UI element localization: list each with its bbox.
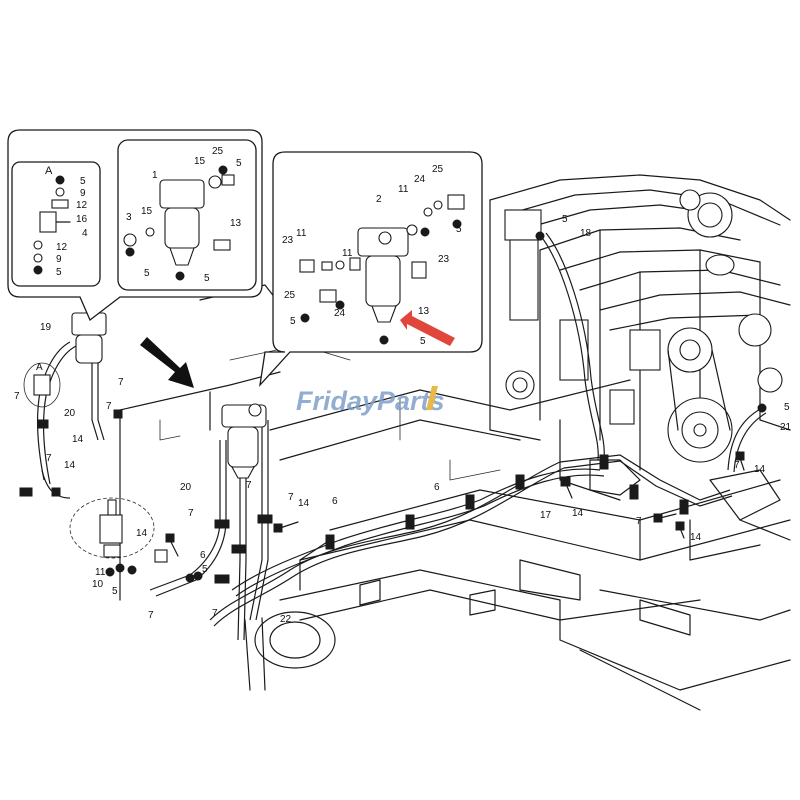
- part-number: 5: [420, 336, 426, 347]
- part-number: 11: [398, 184, 409, 195]
- part-number: 5: [562, 214, 568, 225]
- part-number: 24: [334, 308, 346, 319]
- part-number: 7: [212, 608, 218, 619]
- part-number: 7: [106, 401, 112, 412]
- part-number: 9: [56, 254, 62, 265]
- part-number: 7: [734, 460, 740, 471]
- part-number: 17: [540, 510, 552, 521]
- part-number: 24: [414, 174, 426, 185]
- part-number: 3: [126, 212, 132, 223]
- part-number: 7: [46, 453, 52, 464]
- engine-block: [489, 174, 791, 541]
- part-number: 7: [188, 508, 194, 519]
- part-number: 5: [784, 402, 790, 413]
- part-number: 23: [282, 235, 294, 246]
- part-number: 20: [180, 482, 192, 493]
- part-number: 12: [56, 242, 68, 253]
- part-number: 5: [236, 158, 242, 169]
- detail-callout-left: [7, 129, 263, 322]
- chassis-frame: [119, 284, 791, 711]
- watermark-text: FridayParts: [296, 386, 445, 416]
- part-number: 14: [754, 464, 766, 475]
- part-number: 25: [212, 146, 224, 157]
- red-highlight-arrow: [400, 310, 455, 346]
- part-number: 10: [92, 579, 104, 590]
- part-number: 14: [136, 528, 148, 539]
- part-number: 11: [296, 228, 307, 239]
- part-number: 22: [280, 614, 292, 625]
- part-number: 5: [202, 564, 208, 575]
- part-number: 15: [141, 206, 153, 217]
- part-number: 5: [80, 176, 86, 187]
- part-number: 14: [64, 460, 76, 471]
- part-number: 14: [572, 508, 584, 519]
- wheel-hub: [244, 611, 336, 691]
- part-number: 2: [376, 194, 382, 205]
- part-number: 7: [636, 516, 642, 527]
- main-view-labels: 5 18 5 21 7 14 6 6 17 14 7 14 20 7 14 6 …: [92, 214, 792, 625]
- part-number: 25: [284, 290, 296, 301]
- part-number: 9: [80, 188, 86, 199]
- watermark: FridayParts: [296, 386, 445, 416]
- part-number: 5: [456, 224, 462, 235]
- part-number: 11: [342, 248, 353, 259]
- part-number: 14: [690, 532, 702, 543]
- part-number: 16: [76, 214, 88, 225]
- part-number: 7: [246, 480, 252, 491]
- part-number: 5: [144, 268, 150, 279]
- part-number: 5: [290, 316, 296, 327]
- detail-callout-right: [259, 151, 483, 388]
- part-number: 14: [298, 498, 310, 509]
- left-assembly-labels: 19 A 7 20 7 14 7 14 7: [14, 322, 124, 471]
- part-number: 11: [95, 567, 106, 578]
- part-number: 7: [288, 492, 294, 503]
- part-number: A: [36, 362, 43, 373]
- part-number: 12: [76, 200, 88, 211]
- part-number: 6: [200, 550, 206, 561]
- part-number: 15: [194, 156, 206, 167]
- fuel-lines: [105, 231, 767, 641]
- part-number: 7: [118, 377, 124, 388]
- part-number: 19: [40, 322, 52, 333]
- part-number: 5: [112, 586, 118, 597]
- inset-label: A: [45, 165, 53, 177]
- part-number: 21: [780, 422, 792, 433]
- part-number: 13: [230, 218, 242, 229]
- part-number: 5: [56, 267, 62, 278]
- part-number: 1: [152, 170, 158, 181]
- part-number: 7: [14, 391, 20, 402]
- part-number: 23: [438, 254, 450, 265]
- callout-right-labels: 2 11 24 25 5 23 11 11 23 25 5 24 13 5: [282, 164, 462, 347]
- main-fuel-filter: [221, 403, 267, 479]
- part-number: 14: [72, 434, 84, 445]
- view-direction-arrow: [140, 337, 194, 388]
- part-number: 6: [434, 482, 440, 493]
- part-number: 18: [580, 228, 592, 239]
- part-number: 6: [332, 496, 338, 507]
- left-filter-assembly: [19, 312, 123, 499]
- part-number: 25: [432, 164, 444, 175]
- part-number: 7: [148, 610, 154, 621]
- part-number: 20: [64, 408, 76, 419]
- watermark-accent-icon: [426, 386, 438, 410]
- part-number: 4: [82, 228, 88, 239]
- callout-left-labels: A 5 9 12 16 4 12 9 5 1 15 25 5 3 15 13 5…: [45, 146, 242, 284]
- part-number: 13: [418, 306, 430, 317]
- part-number: 5: [204, 273, 210, 284]
- tank-gauge: [69, 497, 168, 563]
